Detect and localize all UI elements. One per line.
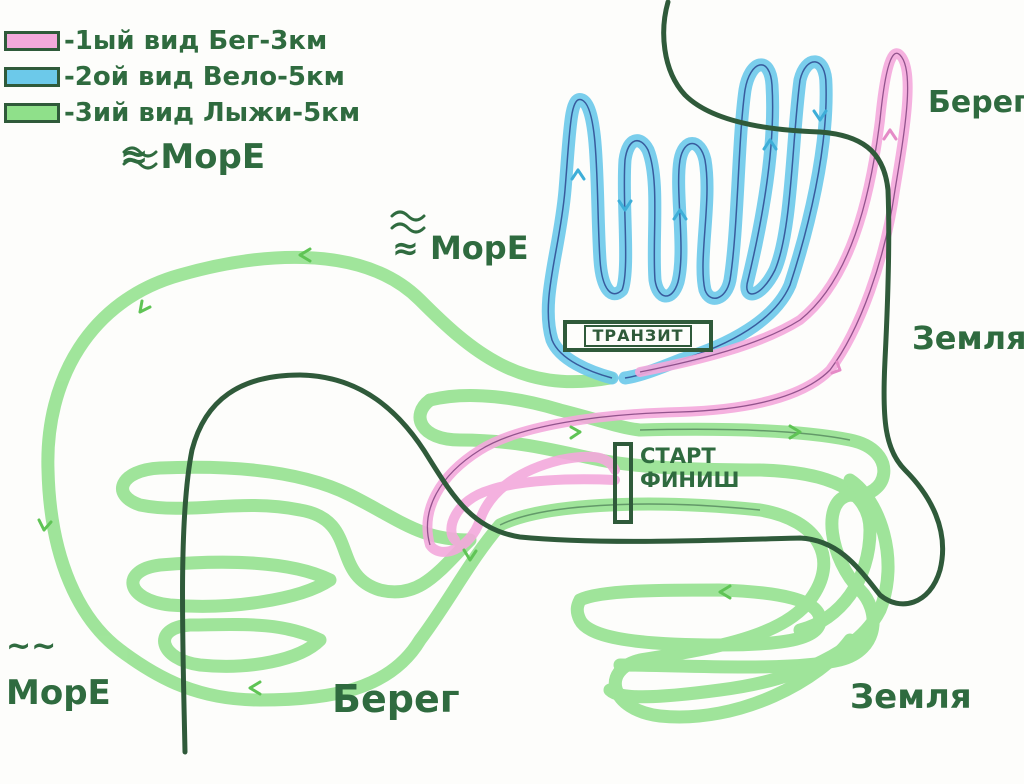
legend-swatch-ski: [4, 103, 60, 123]
legend-item-run: -1ый вид Бег-3км: [4, 26, 327, 56]
label-sea-left: МорЕ: [6, 673, 111, 713]
label-sea-left-wave: ~~: [6, 629, 57, 664]
legend-swatch-bike: [4, 67, 60, 87]
transit-label: ТРАНЗИТ: [584, 325, 692, 347]
transit-zone: ТРАНЗИТ: [563, 320, 713, 352]
legend-label-run: -1ый вид Бег-3км: [64, 26, 328, 56]
legend-item-bike: -2ой вид Вело-5км: [4, 62, 345, 92]
label-sea-middle: ≈ МорЕ: [392, 229, 529, 267]
legend-label-bike: -2ой вид Вело-5км: [64, 62, 345, 92]
label-land-right: Земля: [912, 319, 1024, 357]
label-finish: ФИНИШ: [640, 468, 740, 492]
direction-arrows: [37, 109, 898, 696]
label-start: СТАРТ: [640, 444, 716, 468]
label-shore-bottom: Берег: [332, 677, 460, 721]
bike-route-ink: [547, 61, 827, 379]
coastline: [179, 0, 946, 755]
wave-marks: [122, 146, 426, 234]
legend-item-ski: -3ий вид Лыжи-5км: [4, 98, 360, 128]
legend-swatch-run: [4, 31, 60, 51]
legend-label-ski: -3ий вид Лыжи-5км: [64, 98, 361, 128]
run-route-ink: [426, 52, 909, 546]
label-land-bottom: Земля: [850, 677, 972, 717]
ski-route-ink: [499, 428, 851, 526]
label-shore-right: Берег: [928, 85, 1024, 120]
label-sea-top: ≈ МорЕ: [120, 137, 266, 177]
start-finish-marker: [613, 442, 633, 524]
